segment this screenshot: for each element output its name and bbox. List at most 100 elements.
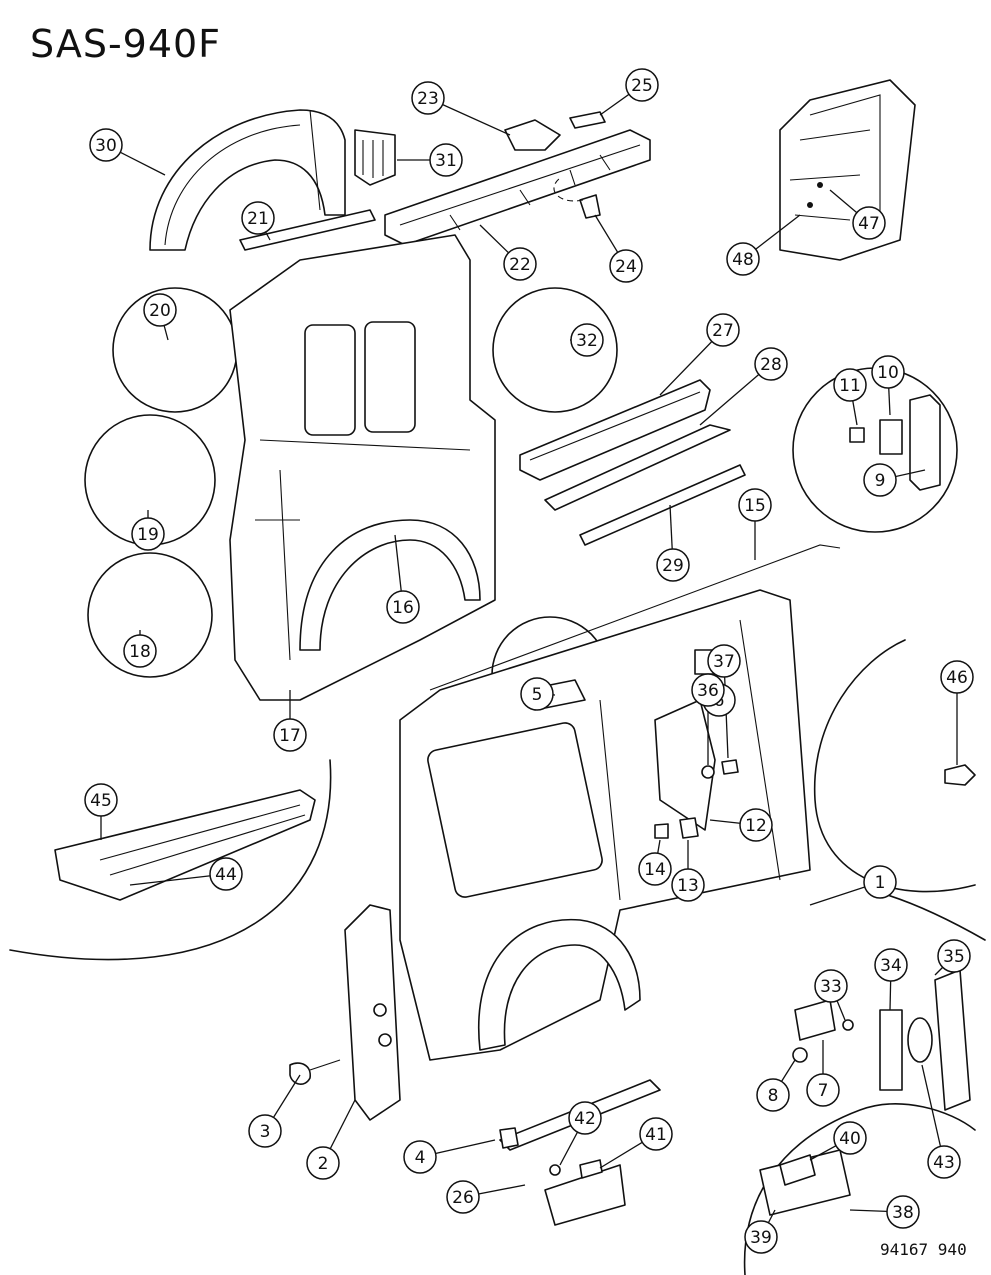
fastener-part-3 bbox=[289, 1062, 311, 1085]
callout-label-44: 44 bbox=[215, 865, 237, 885]
callout-35: 35 bbox=[937, 939, 971, 973]
callout-circle-19 bbox=[131, 517, 165, 551]
callout-label-17: 17 bbox=[279, 726, 301, 746]
callout-1: 1 bbox=[863, 865, 897, 899]
callout-30: 30 bbox=[89, 128, 123, 162]
callout-33: 33 bbox=[814, 969, 848, 1003]
callout-circle-12 bbox=[739, 808, 773, 842]
callout-label-35: 35 bbox=[943, 947, 965, 967]
callout-label-29: 29 bbox=[662, 556, 684, 576]
callout-label-24: 24 bbox=[615, 257, 637, 277]
callout-25: 25 bbox=[625, 68, 659, 102]
callout-circle-9 bbox=[863, 463, 897, 497]
callout-13: 13 bbox=[671, 868, 705, 902]
callout-label-20: 20 bbox=[149, 301, 171, 321]
detail-arc-38-40 bbox=[743, 1103, 976, 1275]
callout-label-37: 37 bbox=[713, 652, 735, 672]
callout-label-23: 23 bbox=[417, 89, 439, 109]
callout-31: 31 bbox=[429, 143, 463, 177]
figure-code: 94167 940 bbox=[880, 1240, 967, 1259]
detail-circle-18 bbox=[87, 552, 213, 678]
washer-part-36 bbox=[701, 765, 715, 779]
callout-39: 39 bbox=[744, 1220, 778, 1254]
callout-label-4: 4 bbox=[415, 1148, 426, 1168]
callout-circle-24 bbox=[609, 249, 643, 283]
callout-36: 36 bbox=[691, 673, 725, 707]
callout-label-19: 19 bbox=[137, 525, 159, 545]
callout-label-2: 2 bbox=[318, 1154, 329, 1174]
clip-part-40 bbox=[779, 1154, 816, 1186]
panel-part-35 bbox=[934, 969, 971, 1111]
body-side-panel-part-1 bbox=[399, 589, 811, 1151]
callout-17: 17 bbox=[273, 718, 307, 752]
callout-15: 15 bbox=[738, 488, 772, 522]
callout-label-28: 28 bbox=[760, 355, 782, 375]
callout-label-25: 25 bbox=[631, 76, 653, 96]
callout-circle-10 bbox=[871, 355, 905, 389]
callout-16: 16 bbox=[386, 590, 420, 624]
callout-label-15: 15 bbox=[744, 496, 766, 516]
callout-circle-13 bbox=[671, 868, 705, 902]
callout-7: 7 bbox=[806, 1073, 840, 1107]
callout-label-3: 3 bbox=[260, 1122, 271, 1142]
plate-part-34 bbox=[879, 1009, 903, 1091]
callout-circle-3 bbox=[248, 1114, 282, 1148]
callout-label-5: 5 bbox=[532, 685, 543, 705]
callout-circle-23 bbox=[411, 81, 445, 115]
callout-circle-21 bbox=[241, 201, 275, 235]
callout-12: 12 bbox=[739, 808, 773, 842]
callout-circle-2 bbox=[306, 1146, 340, 1180]
callout-label-33: 33 bbox=[820, 977, 842, 997]
callout-2: 2 bbox=[306, 1146, 340, 1180]
callout-label-31: 31 bbox=[435, 151, 457, 171]
callout-label-9: 9 bbox=[875, 471, 886, 491]
plug-part-46 bbox=[944, 764, 976, 786]
callout-circle-1 bbox=[863, 865, 897, 899]
callout-circle-33 bbox=[814, 969, 848, 1003]
callout-label-18: 18 bbox=[129, 642, 151, 662]
bolt-part-37 bbox=[721, 759, 739, 775]
callout-circle-45 bbox=[84, 783, 118, 817]
callout-label-10: 10 bbox=[877, 363, 899, 383]
detail-circle-32 bbox=[492, 287, 618, 413]
callout-10: 10 bbox=[871, 355, 905, 389]
callout-24: 24 bbox=[609, 249, 643, 283]
clip-part-41 bbox=[579, 1159, 603, 1179]
callout-circle-30 bbox=[89, 128, 123, 162]
callout-circle-27 bbox=[706, 313, 740, 347]
callout-43: 43 bbox=[927, 1145, 961, 1179]
callout-40: 40 bbox=[833, 1121, 867, 1155]
callout-badges: 1234567891011121314151617181920212223242… bbox=[84, 68, 974, 1254]
callout-circle-32 bbox=[570, 323, 604, 357]
callout-48: 48 bbox=[726, 242, 760, 276]
callout-label-46: 46 bbox=[946, 668, 968, 688]
callout-label-45: 45 bbox=[90, 791, 112, 811]
corner-panel-part-47-48 bbox=[779, 79, 916, 261]
callout-circle-26 bbox=[446, 1180, 480, 1214]
callout-44: 44 bbox=[209, 857, 243, 891]
screw-part-33 bbox=[842, 1019, 854, 1031]
callout-circle-5 bbox=[520, 677, 554, 711]
callout-9: 9 bbox=[863, 463, 897, 497]
inner-rail-part-27 bbox=[519, 379, 711, 481]
callout-circle-15 bbox=[738, 488, 772, 522]
rail-strip-part-21 bbox=[239, 209, 376, 251]
callout-37: 37 bbox=[707, 644, 741, 678]
callout-circle-34 bbox=[874, 948, 908, 982]
rail-part-28 bbox=[544, 424, 731, 511]
callout-label-16: 16 bbox=[392, 598, 414, 618]
callout-circle-7 bbox=[806, 1073, 840, 1107]
roof-strip-part-15 bbox=[429, 544, 841, 691]
callout-29: 29 bbox=[656, 548, 690, 582]
callout-label-26: 26 bbox=[452, 1188, 474, 1208]
detail-arc-33-43 bbox=[869, 889, 986, 941]
bracket-part-31 bbox=[354, 129, 396, 186]
callout-label-12: 12 bbox=[745, 816, 767, 836]
callout-3: 3 bbox=[248, 1114, 282, 1148]
callout-11: 11 bbox=[833, 368, 867, 402]
callout-22: 22 bbox=[503, 247, 537, 281]
callout-circle-40 bbox=[833, 1121, 867, 1155]
callout-circle-28 bbox=[754, 347, 788, 381]
callout-32: 32 bbox=[570, 323, 604, 357]
